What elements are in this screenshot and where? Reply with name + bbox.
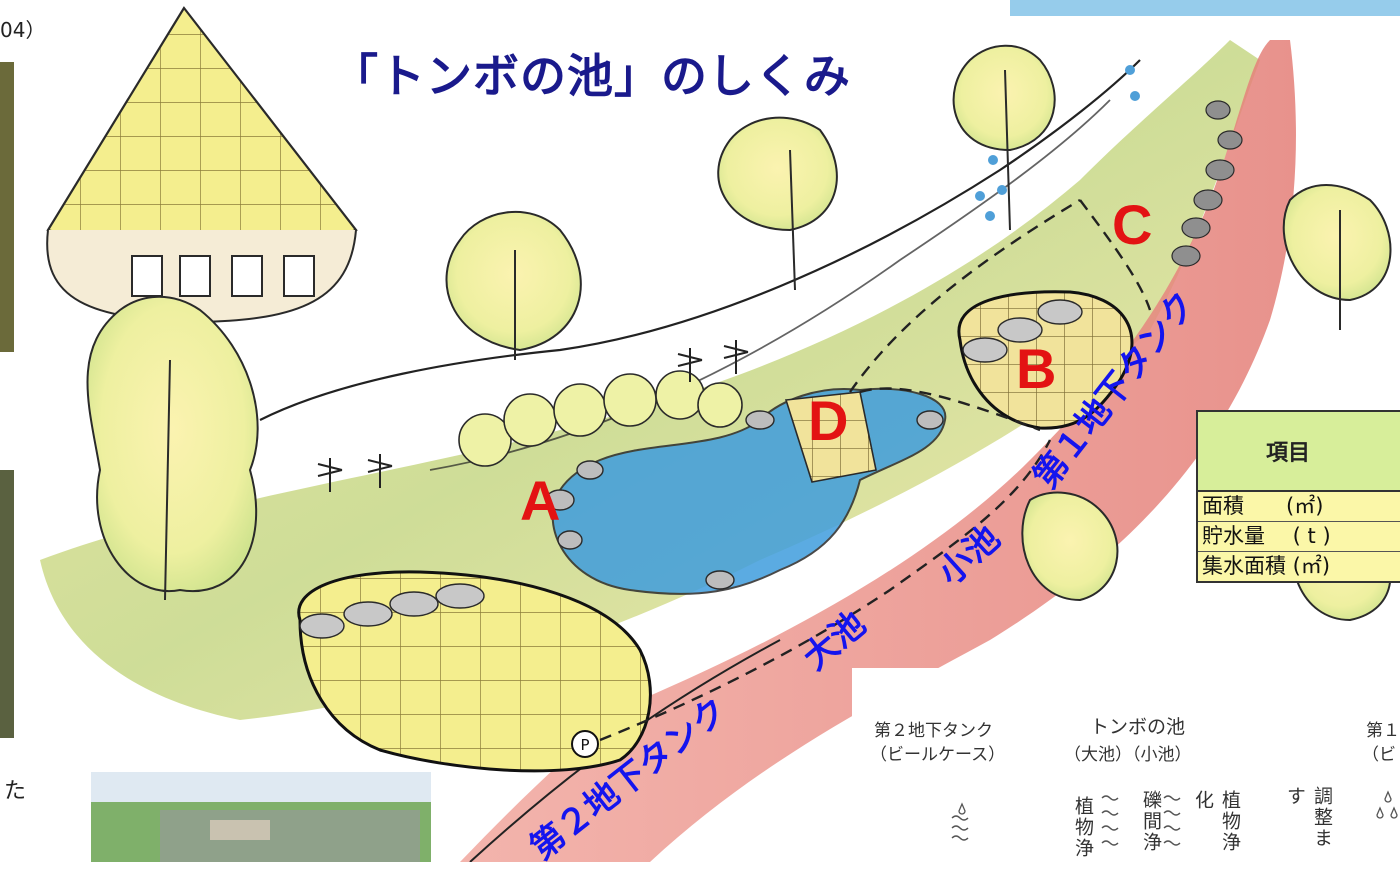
tank1-sub: （ビ <box>1362 745 1396 765</box>
flow-glyphs <box>951 790 1398 846</box>
vertical-label-2: 礫間浄 <box>1140 790 1162 853</box>
label-c: C <box>1112 193 1153 256</box>
tank1-title: 第１ <box>1366 721 1400 741</box>
table-header: 項目 <box>1198 412 1400 492</box>
pond-title: トンボの池 <box>1090 716 1186 738</box>
label-b: B <box>1016 337 1057 400</box>
table-row-storage: 貯水量 ( t ) <box>1198 522 1400 552</box>
vertical-label-3: 植物浄化 <box>1192 790 1241 853</box>
vertical-label-1: 植物浄 <box>1072 796 1094 859</box>
diagram-title: 「トンボの池」のしくみ <box>332 49 851 103</box>
vertical-label-4: 調整ます <box>1284 786 1333 849</box>
svg-text:P: P <box>580 736 589 754</box>
spec-table: 項目 面積 (㎡) 貯水量 ( t ) 集水面積 (㎡) <box>1196 410 1400 583</box>
table-row-area: 面積 (㎡) <box>1198 492 1400 522</box>
label-d: D <box>808 389 849 452</box>
table-row-catchment: 集水面積 (㎡) <box>1198 552 1400 581</box>
left-note-fragment: た <box>4 779 27 804</box>
pond-sub: （大池）（小池） <box>1064 745 1192 765</box>
tank2-title: 第２地下タンク <box>874 721 993 741</box>
label-a: A <box>520 469 561 532</box>
tank2-sub: （ビールケース） <box>870 745 1006 765</box>
corner-fragment: 04） <box>0 18 46 42</box>
flow-diagram-panel: 第２地下タンク （ビールケース） トンボの池 （大池）（小池） 第１ （ビ 植物… <box>852 668 1400 868</box>
